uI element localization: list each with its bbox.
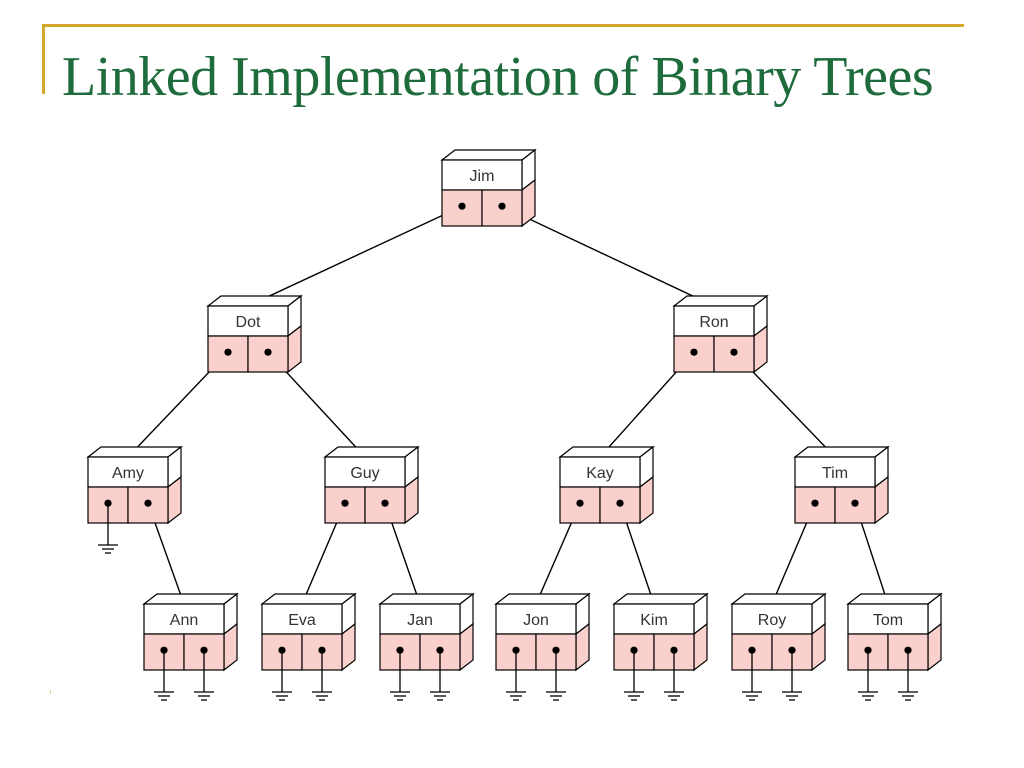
node-label: Kay bbox=[586, 465, 614, 482]
ground-icon bbox=[664, 650, 684, 701]
decorative-mark bbox=[50, 690, 51, 694]
pointer-dot-right bbox=[730, 348, 738, 356]
node-top-face bbox=[846, 593, 943, 605]
node-label: Dot bbox=[236, 314, 261, 331]
tree-node-tim: Tim bbox=[793, 445, 890, 525]
node-label: Tom bbox=[873, 612, 903, 629]
node-label: Jon bbox=[523, 612, 549, 629]
node-label: Amy bbox=[112, 465, 144, 482]
ground-icon bbox=[858, 650, 878, 701]
pointer-dot-right bbox=[851, 499, 859, 507]
ground-icon bbox=[390, 650, 410, 701]
node-data-field bbox=[324, 456, 406, 488]
node-left-pointer-field bbox=[559, 486, 601, 524]
pointer-arrow-jim-left bbox=[247, 205, 463, 307]
title-accent-line-top bbox=[42, 24, 964, 27]
node-top-face bbox=[494, 593, 591, 605]
tree-node-kim: Kim bbox=[612, 592, 709, 701]
node-data-field bbox=[673, 305, 755, 337]
node-top-face bbox=[612, 593, 709, 605]
pointer-dot-left bbox=[811, 499, 819, 507]
node-data-field bbox=[207, 305, 289, 337]
pointer-arrow-jim-right bbox=[501, 205, 715, 307]
ground-icon bbox=[506, 650, 526, 701]
ground-icon bbox=[624, 650, 644, 701]
pointer-dot-right bbox=[144, 499, 152, 507]
tree-node-jan: Jan bbox=[378, 592, 475, 701]
tree-node-amy: Amy bbox=[86, 445, 183, 554]
slide-title: Linked Implementation of Binary Trees bbox=[62, 46, 934, 108]
node-top-face bbox=[440, 149, 537, 161]
ground-icon bbox=[272, 650, 292, 701]
node-data-field bbox=[441, 159, 523, 191]
pointer-dot-right bbox=[264, 348, 272, 356]
pointer-dot-right bbox=[498, 202, 506, 210]
pointer-dot-left bbox=[458, 202, 466, 210]
node-label: Ann bbox=[170, 612, 198, 629]
node-left-pointer-field bbox=[324, 486, 366, 524]
ground-icon bbox=[742, 650, 762, 701]
node-data-field bbox=[143, 603, 225, 635]
pointer-dot-right bbox=[616, 499, 624, 507]
pointer-dot-left bbox=[576, 499, 584, 507]
node-top-face bbox=[730, 593, 827, 605]
ground-icon bbox=[898, 650, 918, 701]
ground-icon bbox=[430, 650, 450, 701]
node-label: Jan bbox=[407, 612, 433, 629]
node-top-face bbox=[323, 446, 420, 458]
node-top-face bbox=[558, 446, 655, 458]
ground-icon bbox=[312, 650, 332, 701]
tree-node-eva: Eva bbox=[260, 592, 357, 701]
node-data-field bbox=[87, 456, 169, 488]
ground-icon bbox=[154, 650, 174, 701]
tree-node-roy: Roy bbox=[730, 592, 827, 701]
pointer-dot-left bbox=[341, 499, 349, 507]
node-data-field bbox=[559, 456, 641, 488]
pointer-dot-right bbox=[381, 499, 389, 507]
node-label: Eva bbox=[288, 612, 316, 629]
node-top-face bbox=[206, 295, 303, 307]
node-top-face bbox=[86, 446, 183, 458]
node-label: Jim bbox=[470, 168, 495, 185]
ground-icon bbox=[782, 650, 802, 701]
links-layer bbox=[127, 205, 889, 605]
tree-node-guy: Guy bbox=[323, 445, 420, 525]
ground-icon bbox=[98, 503, 118, 554]
node-top-face bbox=[672, 295, 769, 307]
tree-node-jim: Jim bbox=[440, 148, 537, 228]
title-accent-line-left bbox=[42, 24, 45, 94]
node-label: Guy bbox=[350, 465, 379, 482]
node-label: Kim bbox=[640, 612, 668, 629]
node-top-face bbox=[378, 593, 475, 605]
ground-icon bbox=[546, 650, 566, 701]
tree-node-jon: Jon bbox=[494, 592, 591, 701]
tree-node-dot: Dot bbox=[206, 294, 303, 374]
node-top-face bbox=[142, 593, 239, 605]
node-label: Tim bbox=[822, 465, 848, 482]
tree-node-ron: Ron bbox=[672, 294, 769, 374]
node-top-face bbox=[260, 593, 357, 605]
pointer-dot-left bbox=[690, 348, 698, 356]
tree-node-kay: Kay bbox=[558, 445, 655, 525]
ground-icon bbox=[194, 650, 214, 701]
node-data-field bbox=[495, 603, 577, 635]
tree-node-tom: Tom bbox=[846, 592, 943, 701]
node-label: Ron bbox=[699, 314, 728, 331]
node-data-field bbox=[731, 603, 813, 635]
node-data-field bbox=[794, 456, 876, 488]
node-top-face bbox=[793, 446, 890, 458]
pointer-dot-left bbox=[224, 348, 232, 356]
tree-node-ann: Ann bbox=[142, 592, 239, 701]
node-label: Roy bbox=[758, 612, 786, 629]
node-data-field bbox=[847, 603, 929, 635]
